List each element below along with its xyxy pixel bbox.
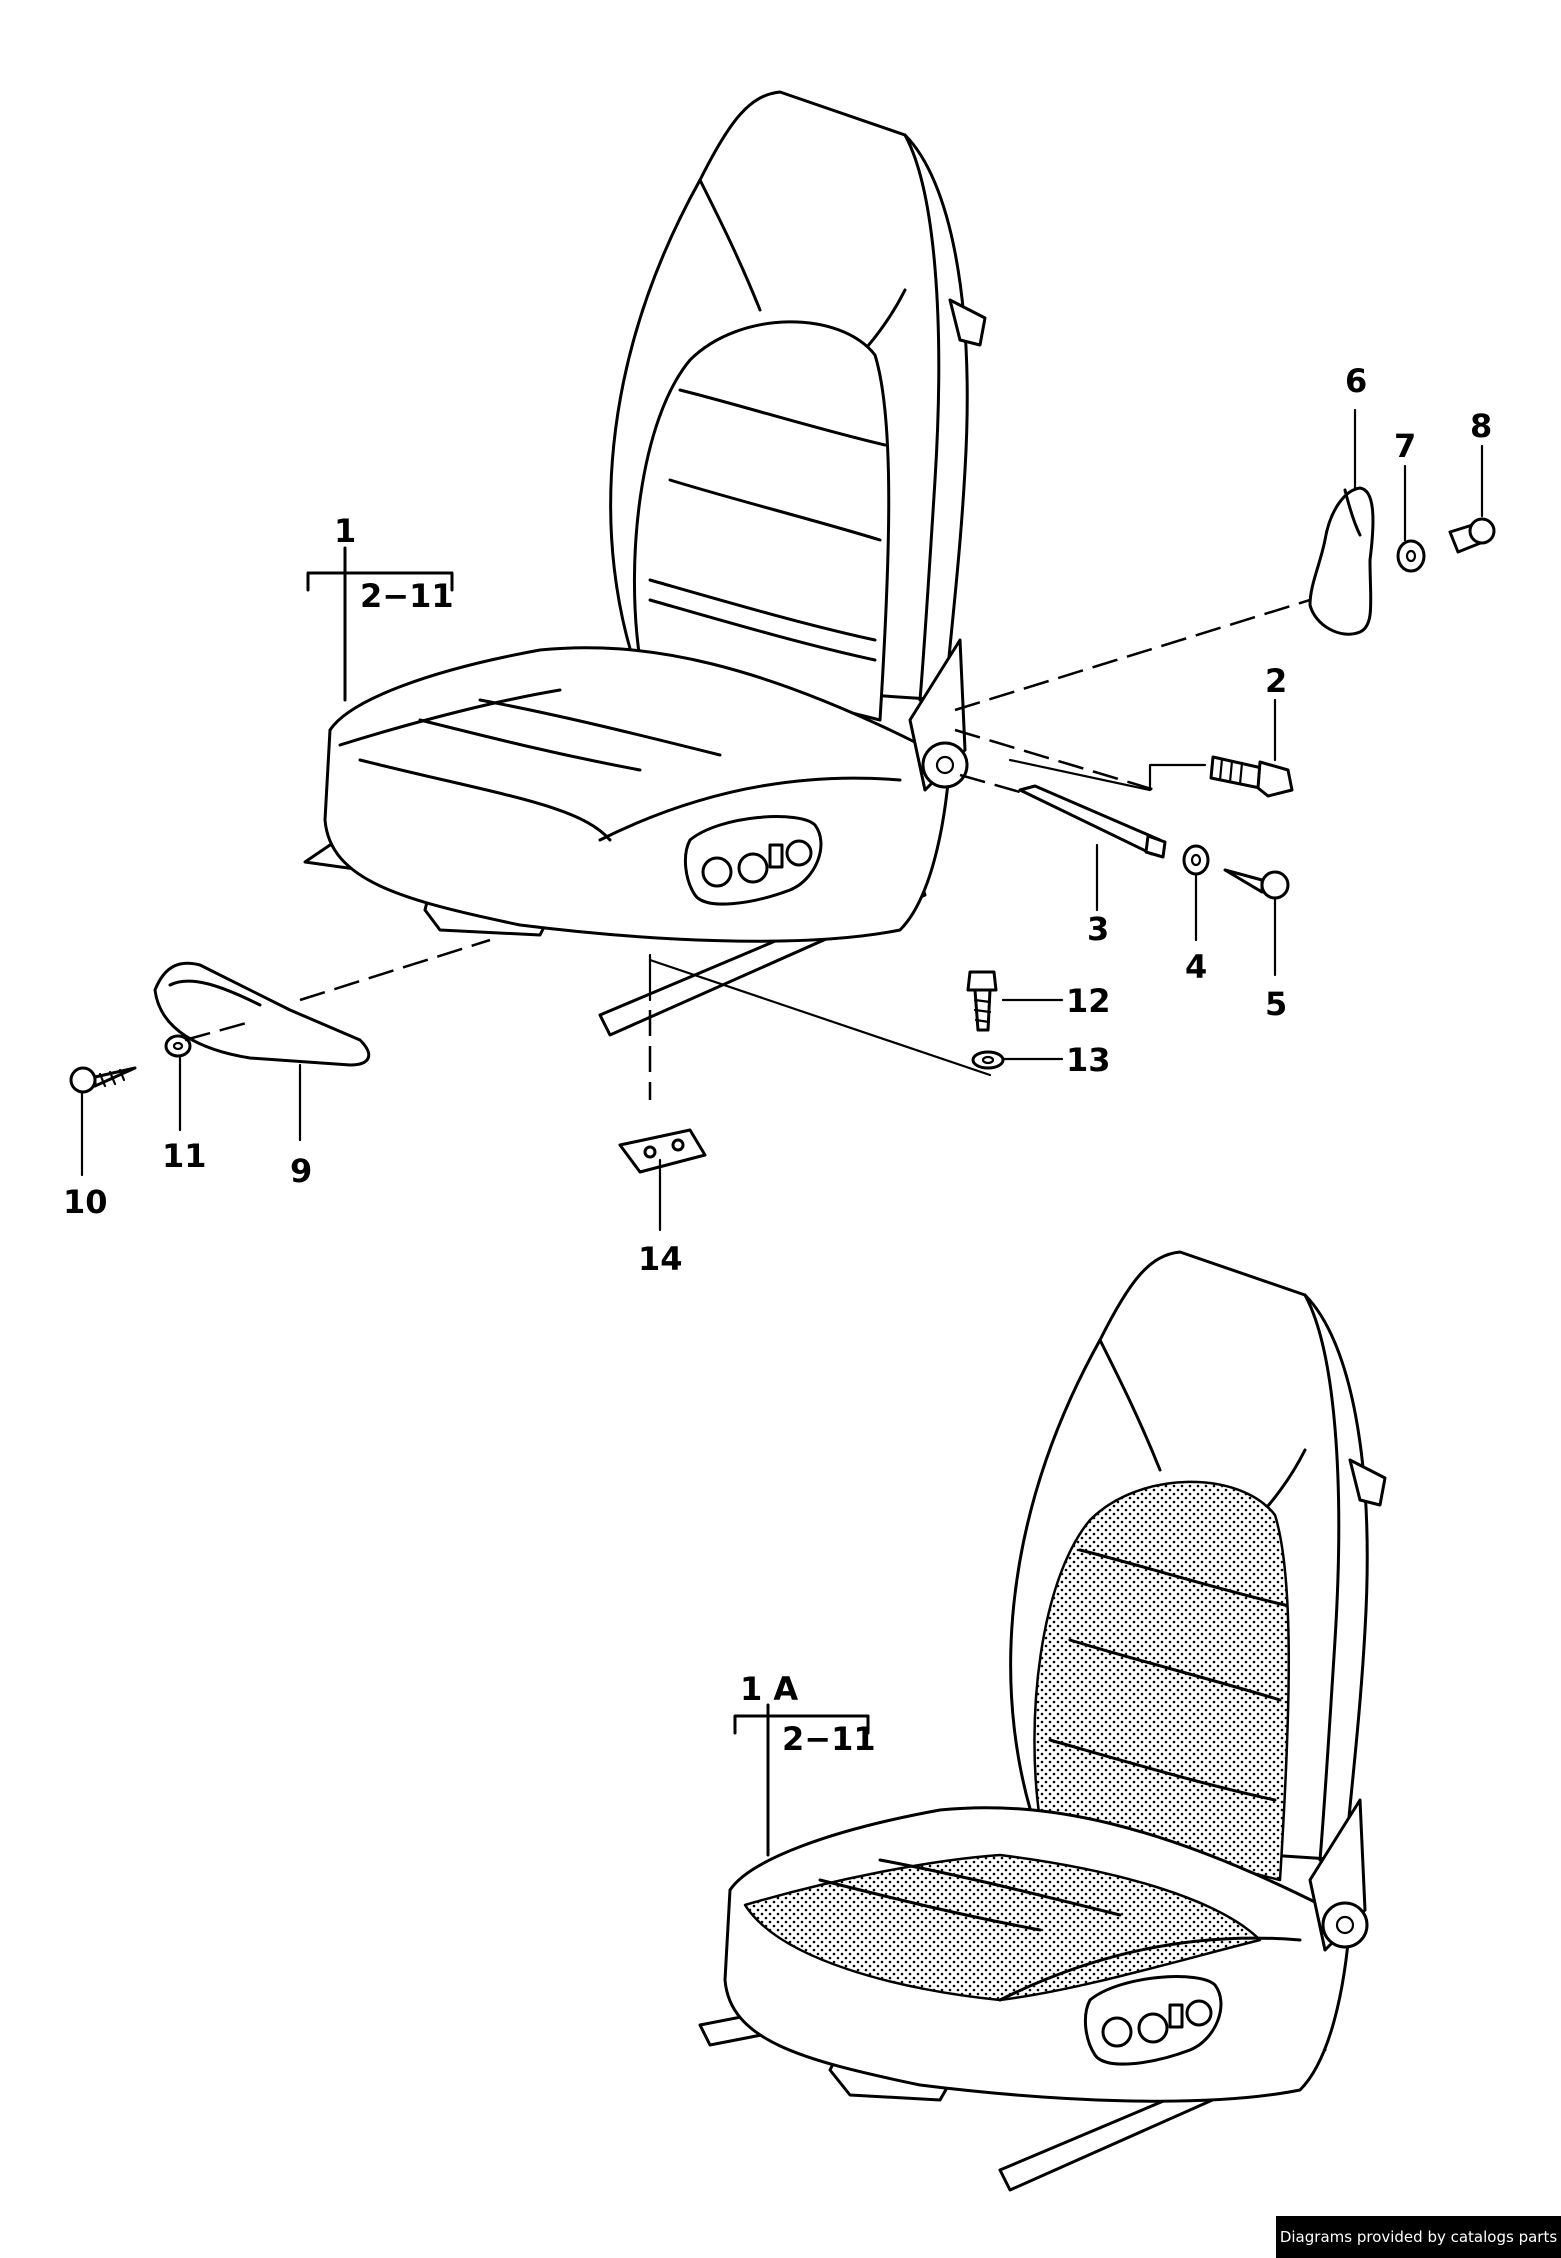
part-screw-10 — [69, 1066, 137, 1094]
part-washer-13 — [971, 1050, 1005, 1070]
part-washer-11 — [164, 1034, 192, 1058]
callout-14: 14 — [638, 1240, 683, 1278]
callout-10: 10 — [63, 1183, 108, 1221]
assembly-lines — [184, 598, 1311, 1100]
callout-11: 11 — [162, 1137, 207, 1175]
part-screw-5 — [1223, 868, 1290, 900]
callout-4: 4 — [1185, 948, 1207, 986]
callout-2: 2 — [1265, 662, 1287, 700]
callout-9: 9 — [290, 1152, 312, 1190]
callout-8: 8 — [1470, 407, 1492, 445]
part-cover-6 — [1308, 486, 1375, 636]
part-bolt-12 — [966, 970, 998, 1032]
part-washer-4 — [1182, 844, 1210, 876]
callout-12: 12 — [1066, 982, 1111, 1020]
callout-7: 7 — [1394, 427, 1416, 465]
leader-lines — [80, 408, 1484, 1857]
part-screw-8 — [1448, 517, 1496, 554]
part-washer-7 — [1396, 539, 1426, 573]
part-pin-3 — [1018, 784, 1167, 859]
seat-assembly-top — [303, 90, 987, 1037]
callout-6: 6 — [1345, 362, 1367, 400]
callout-1a: 1 A — [740, 1670, 798, 1708]
callout-13: 13 — [1066, 1041, 1111, 1079]
part-bolt-2 — [1209, 755, 1294, 798]
part-pad-14 — [618, 1128, 707, 1174]
callout-3: 3 — [1087, 910, 1109, 948]
callout-1-range: 2−11 — [360, 577, 454, 615]
callout-1a-range: 2−11 — [782, 1720, 876, 1758]
callout-5: 5 — [1265, 985, 1287, 1023]
part-trim-cover-9 — [153, 961, 371, 1067]
credit-banner: Diagrams provided by catalogs parts — [1276, 2216, 1561, 2258]
callout-1: 1 — [334, 512, 356, 550]
seat-assembly-bottom — [698, 1250, 1387, 2192]
